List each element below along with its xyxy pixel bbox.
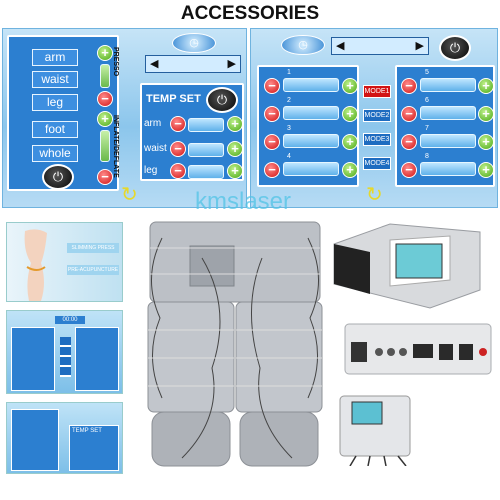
channel-4-bar xyxy=(283,162,339,176)
acupuncture-label: PRE-ACUPUNCTURE xyxy=(67,265,119,275)
inflate-deflate-label: INFLATE/DEFLATE xyxy=(112,115,119,178)
channel-5-plus-button[interactable]: + xyxy=(478,78,494,94)
channel-7-minus-button[interactable]: − xyxy=(401,134,417,150)
time-selector[interactable]: ◀▶ xyxy=(145,55,241,73)
channel-4-plus-button[interactable]: + xyxy=(342,162,358,178)
channel-number: 7 xyxy=(425,125,429,132)
temp-set-panel: TEMP SET ⏻ arm − + waist − + leg − + xyxy=(140,83,244,181)
channel-1-plus-button[interactable]: + xyxy=(342,78,358,94)
slimming-label: SLIMMING PRESS xyxy=(67,243,119,253)
channel-3-plus-button[interactable]: + xyxy=(342,134,358,150)
clock-icon[interactable]: ◷ xyxy=(172,33,216,53)
part-leg-button[interactable]: leg xyxy=(32,94,78,111)
thumb-temp-panel: TEMP SET xyxy=(69,425,119,471)
channel-4-minus-button[interactable]: − xyxy=(264,162,280,178)
channel-5-bar xyxy=(420,78,476,92)
thumb-panel-right xyxy=(75,327,119,391)
thumbnail-slimming: SLIMMING PRESS PRE-ACUPUNCTURE xyxy=(6,222,123,302)
time-selector[interactable]: ◀▶ xyxy=(331,37,429,55)
channel-3-minus-button[interactable]: − xyxy=(264,134,280,150)
temp-leg-plus-button[interactable]: + xyxy=(227,163,243,179)
channel-number: 2 xyxy=(287,97,291,104)
mode2-button[interactable]: MODE2 xyxy=(363,109,391,122)
channel-1-minus-button[interactable]: − xyxy=(264,78,280,94)
channel-number: 8 xyxy=(425,153,429,160)
temp-leg-bar xyxy=(188,165,224,179)
channel-7-plus-button[interactable]: + xyxy=(478,134,494,150)
device-control-unit-image xyxy=(339,395,411,466)
temp-leg-minus-button[interactable]: − xyxy=(170,163,186,179)
presso-label: PRESSO xyxy=(112,47,119,77)
channel-6-minus-button[interactable]: − xyxy=(401,106,417,122)
control-screen-modes: ◷ ◀▶ ⏻ 1 − + 2 − + 3 − + 4 − + MODE1 MOD… xyxy=(250,28,498,208)
channel-number: 1 xyxy=(287,69,291,76)
clock-icon[interactable]: ◷ xyxy=(281,35,325,55)
temp-waist-plus-button[interactable]: + xyxy=(227,141,243,157)
control-screen-presso: arm waist leg foot whole ⏻ + − + − PRESS… xyxy=(2,28,247,208)
channels-5-8-panel: 5 − + 6 − + 7 − + 8 − + xyxy=(395,65,495,187)
thumb-parts-panel xyxy=(11,409,59,471)
inflate-level-bar xyxy=(100,130,110,162)
presso-level-bar xyxy=(100,64,110,88)
channel-number: 5 xyxy=(425,69,429,76)
temp-power-icon[interactable]: ⏻ xyxy=(206,87,238,113)
channel-1-bar xyxy=(283,78,339,92)
thumbnail-modes-screen: 00:00 xyxy=(6,310,123,394)
channel-3-bar xyxy=(283,134,339,148)
thumbnail-temp-screen: TEMP SET xyxy=(6,402,123,474)
presso-plus-button[interactable]: + xyxy=(97,45,113,61)
pressotherapy-suit-image xyxy=(147,221,323,467)
temp-set-title: TEMP SET xyxy=(146,93,201,105)
temp-arm-minus-button[interactable]: − xyxy=(170,116,186,132)
refresh-arrow-icon[interactable]: ↻ xyxy=(121,184,138,206)
temp-arm-plus-button[interactable]: + xyxy=(227,116,243,132)
temp-row-waist-label: waist xyxy=(144,143,167,154)
power-icon[interactable]: ⏻ xyxy=(42,164,74,190)
presso-minus-button[interactable]: − xyxy=(97,91,113,107)
channel-5-minus-button[interactable]: − xyxy=(401,78,417,94)
device-back-panel-image xyxy=(344,323,492,375)
thumb-time: 00:00 xyxy=(55,316,85,324)
channel-2-plus-button[interactable]: + xyxy=(342,106,358,122)
channel-2-bar xyxy=(283,106,339,120)
temp-waist-minus-button[interactable]: − xyxy=(170,141,186,157)
part-whole-button[interactable]: whole xyxy=(32,145,78,162)
page-title: ACCESSORIES xyxy=(180,3,320,24)
channels-1-4-panel: 1 − + 2 − + 3 − + 4 − + xyxy=(257,65,359,187)
refresh-arrow-icon[interactable]: ↻ xyxy=(366,184,383,206)
mode3-button[interactable]: MODE3 xyxy=(363,133,391,146)
channel-8-plus-button[interactable]: + xyxy=(478,162,494,178)
mode1-button[interactable]: MODE1 xyxy=(363,85,391,98)
inflate-plus-button[interactable]: + xyxy=(97,111,113,127)
thumb-panel-left xyxy=(11,327,55,391)
channel-8-bar xyxy=(420,162,476,176)
watermark: kmslaser xyxy=(195,188,292,215)
body-figure-image xyxy=(24,229,47,301)
temp-waist-bar xyxy=(188,143,224,157)
thumb-mode-buttons xyxy=(60,337,71,377)
channel-2-minus-button[interactable]: − xyxy=(264,106,280,122)
device-front-image xyxy=(333,223,481,309)
channel-number: 3 xyxy=(287,125,291,132)
part-waist-button[interactable]: waist xyxy=(32,71,78,88)
thumb-temp-label: TEMP SET xyxy=(72,428,102,434)
channel-6-bar xyxy=(420,106,476,120)
channel-7-bar xyxy=(420,134,476,148)
temp-row-leg-label: leg xyxy=(144,165,158,176)
part-arm-button[interactable]: arm xyxy=(32,49,78,66)
power-icon[interactable]: ⏻ xyxy=(439,35,471,61)
channel-8-minus-button[interactable]: − xyxy=(401,162,417,178)
body-parts-panel: arm waist leg foot whole ⏻ + − + − PRESS… xyxy=(7,35,119,191)
temp-row-arm-label: arm xyxy=(144,118,162,129)
inflate-minus-button[interactable]: − xyxy=(97,169,113,185)
channel-number: 4 xyxy=(287,153,291,160)
part-foot-button[interactable]: foot xyxy=(32,121,78,138)
mode4-button[interactable]: MODE4 xyxy=(363,157,391,170)
channel-number: 6 xyxy=(425,97,429,104)
temp-arm-bar xyxy=(188,118,224,132)
channel-6-plus-button[interactable]: + xyxy=(478,106,494,122)
